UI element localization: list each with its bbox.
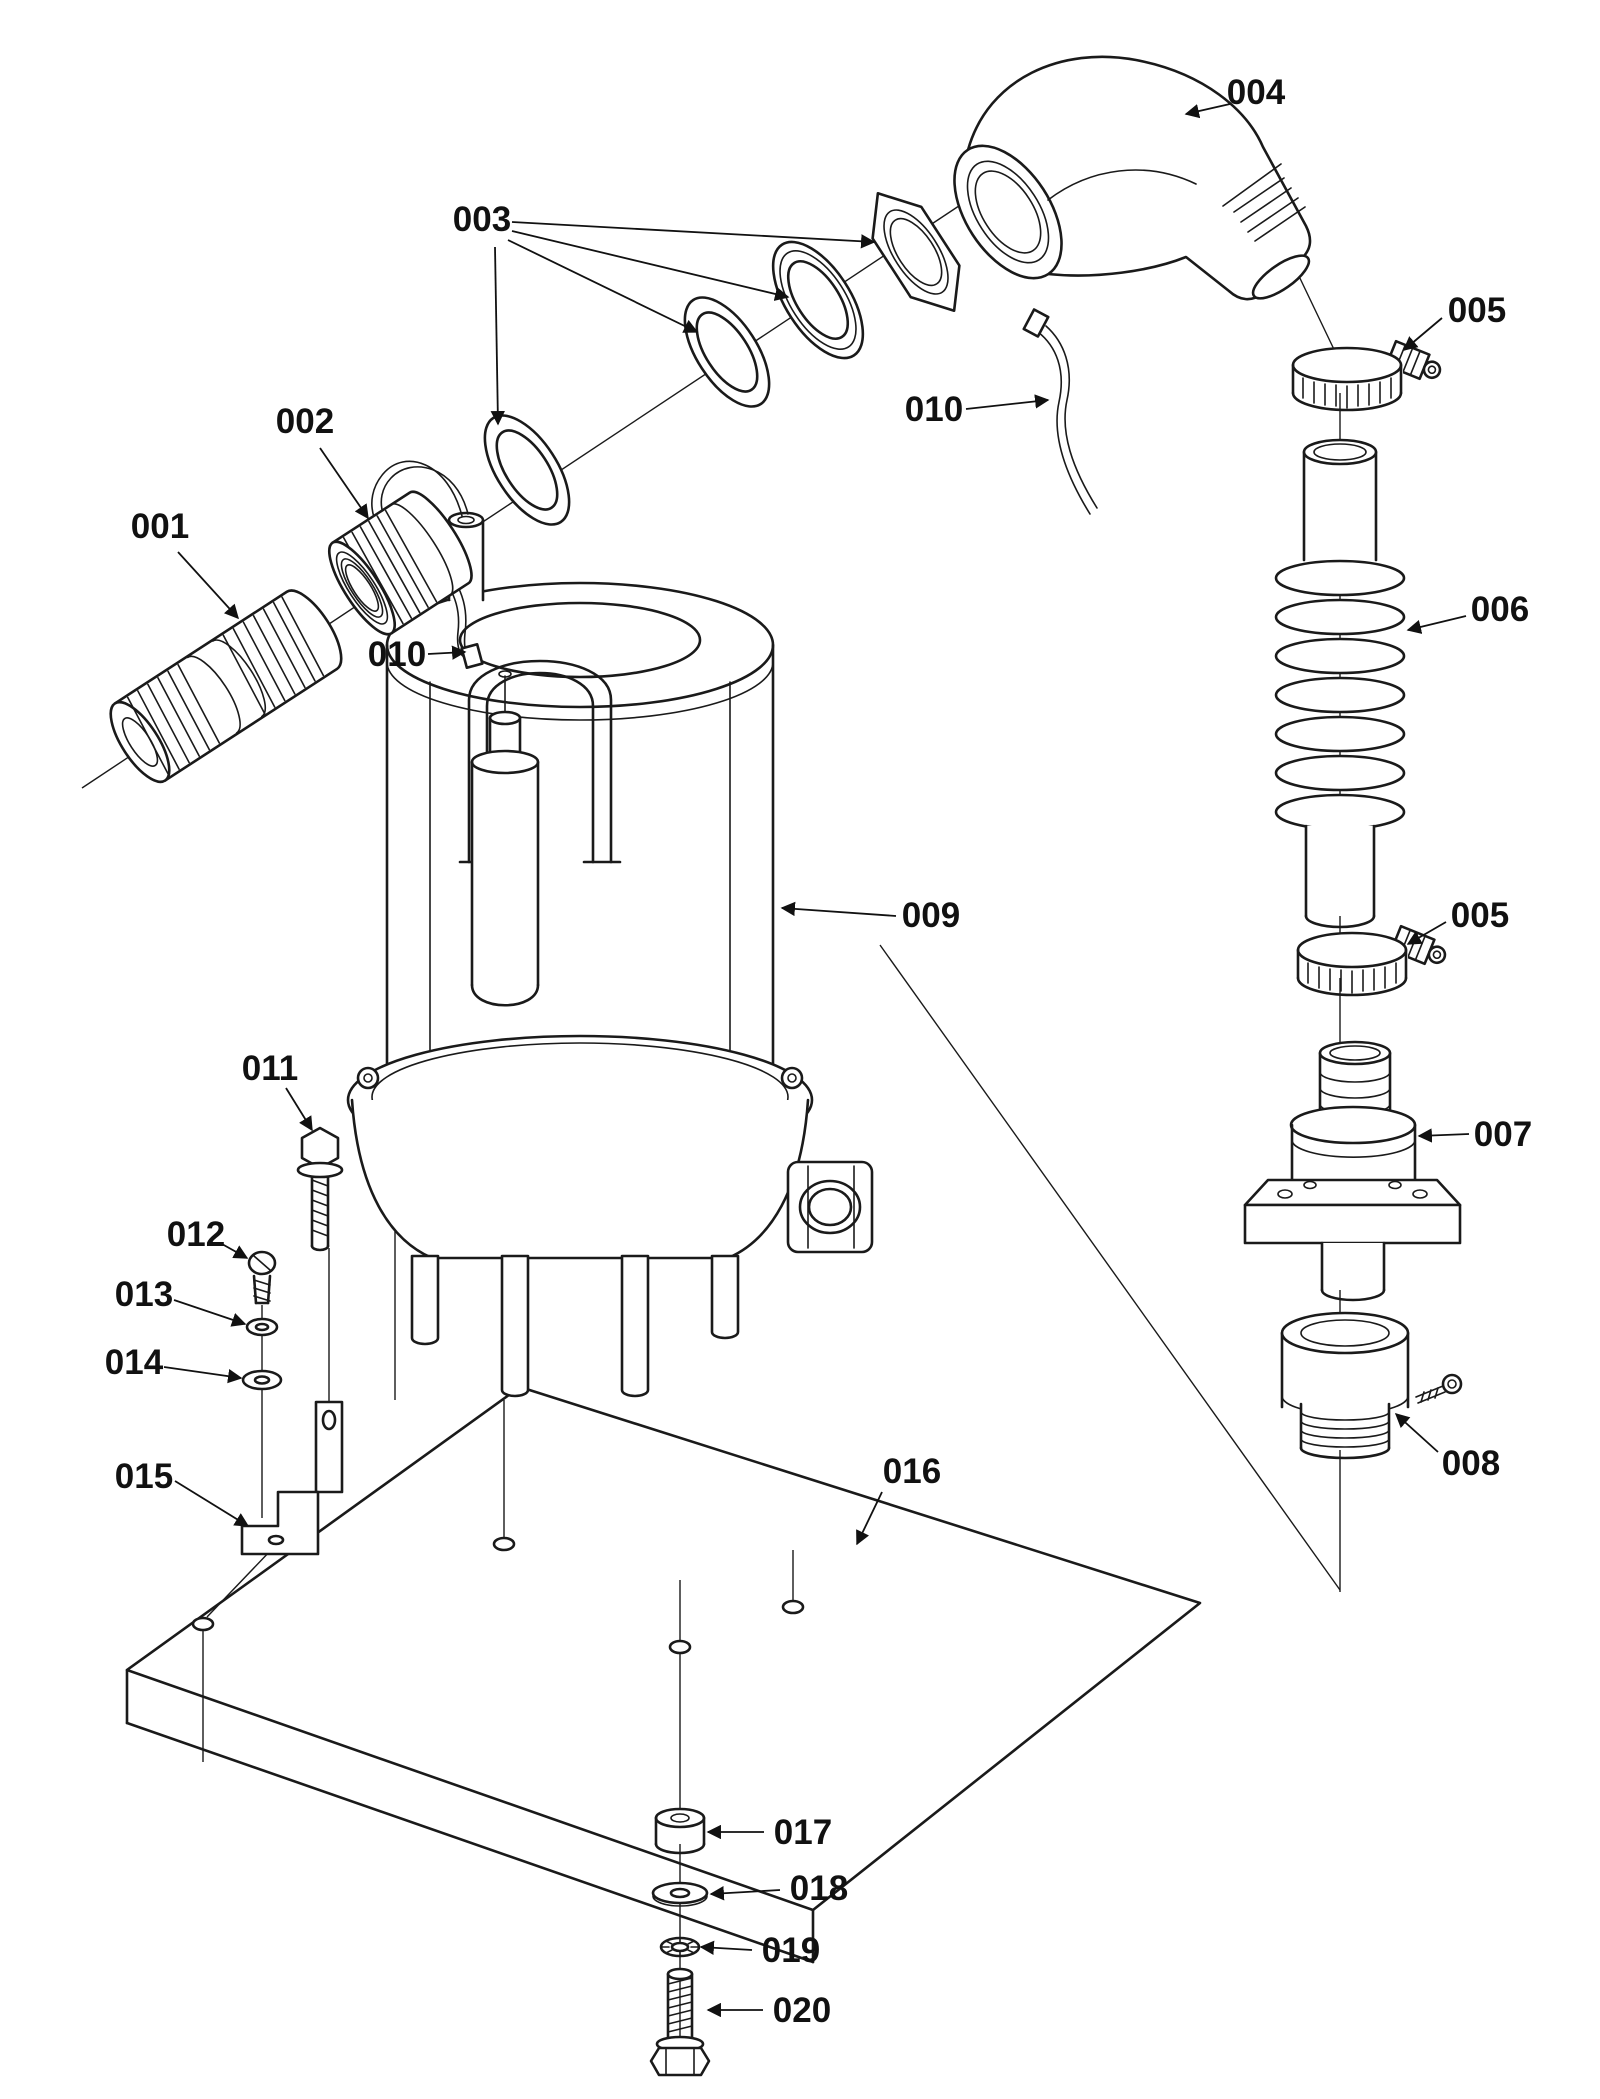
callout-004-label: 004: [1227, 73, 1286, 112]
leader-006: [1406, 615, 1467, 634]
leader-003d: [511, 221, 876, 249]
leader-018: [709, 1886, 781, 1901]
leader-011: [285, 1087, 313, 1132]
leader-013: [173, 1299, 247, 1327]
leader-007: [1417, 1128, 1470, 1143]
callout-018-label: 018: [790, 1869, 848, 1908]
part-004-elbow-fitting: [953, 55, 1312, 301]
part-007-check-valve: [1243, 1040, 1462, 1302]
callout-005-upper-label: 005: [1448, 291, 1506, 330]
callout-003-label: 003: [453, 200, 511, 239]
leader-014: [163, 1366, 243, 1384]
callout-007-label: 007: [1474, 1115, 1532, 1154]
leader-003a: [490, 246, 505, 426]
part-011-hex-bolt: [296, 1126, 344, 1252]
part-008-discharge-fitting: [1280, 1311, 1463, 1460]
part-014-flat-washer: [241, 1369, 283, 1391]
callout-009-label: 009: [902, 896, 960, 935]
callout-016-label: 016: [883, 1452, 941, 1491]
leader-004: [1184, 103, 1231, 119]
callout-011-label: 011: [242, 1049, 298, 1088]
part-017-spacer: [654, 1807, 706, 1855]
callout-015-label: 015: [115, 1457, 173, 1496]
part-006-corrugated-hose: [1274, 438, 1406, 929]
callout-020-label: 020: [773, 1991, 831, 2030]
part-003-washers-and-nut: [483, 191, 961, 526]
leader-019: [699, 1940, 753, 1955]
callout-001-label: 001: [131, 507, 189, 546]
part-009-pump: [346, 511, 874, 1398]
callout-017-label: 017: [774, 1813, 832, 1852]
part-008-vent-screw: [1415, 1373, 1463, 1404]
part-013-lock-washer: [245, 1317, 279, 1337]
callout-013-label: 013: [115, 1275, 173, 1314]
leader-010-left: [427, 645, 467, 660]
leader-012: [221, 1243, 249, 1259]
callout-014-label: 014: [105, 1343, 164, 1382]
leader-003c: [511, 230, 790, 301]
callout-010-upper-label: 010: [905, 390, 963, 429]
leader-002: [319, 447, 369, 520]
part-012-screw: [247, 1250, 277, 1305]
callout-005-lower-label: 005: [1451, 896, 1509, 935]
callout-labels: 001 002 003 004 005 010 006 010 009 005 …: [105, 73, 1532, 2030]
callout-010-left-label: 010: [368, 635, 426, 674]
leader-005-lower: [1406, 921, 1447, 945]
leader-008: [1394, 1413, 1439, 1453]
callout-006-label: 006: [1471, 590, 1529, 629]
callout-012-label: 012: [167, 1215, 225, 1254]
leader-003b: [507, 239, 699, 333]
part-001-threaded-nipple: [109, 589, 343, 784]
callout-002-label: 002: [276, 402, 334, 441]
part-016-base-plate: [125, 1385, 1202, 1964]
callout-019-label: 019: [762, 1931, 820, 1970]
part-010-float-wire-right: [1022, 308, 1098, 515]
base-plate-holes: [191, 1536, 805, 1655]
leader-010-upper: [965, 394, 1050, 410]
callout-leaders: [163, 103, 1470, 2018]
alignment-lines: [202, 1248, 794, 2060]
part-019-lock-nut: [659, 1936, 701, 1958]
part-015-bracket: [240, 1400, 344, 1556]
part-005-hose-clamp-upper: [1291, 339, 1442, 412]
leader-005-upper: [1402, 317, 1443, 351]
leader-009: [780, 901, 897, 917]
leader-015: [174, 1480, 250, 1527]
part-005-hose-clamp-lower: [1296, 924, 1447, 997]
part-018-washer: [651, 1881, 709, 1907]
leader-016: [856, 1491, 883, 1546]
leader-001: [177, 551, 239, 620]
callout-008-label: 008: [1442, 1444, 1500, 1483]
part-020-screw: [649, 1967, 711, 2077]
part-002-threaded-adapter: [328, 490, 473, 636]
